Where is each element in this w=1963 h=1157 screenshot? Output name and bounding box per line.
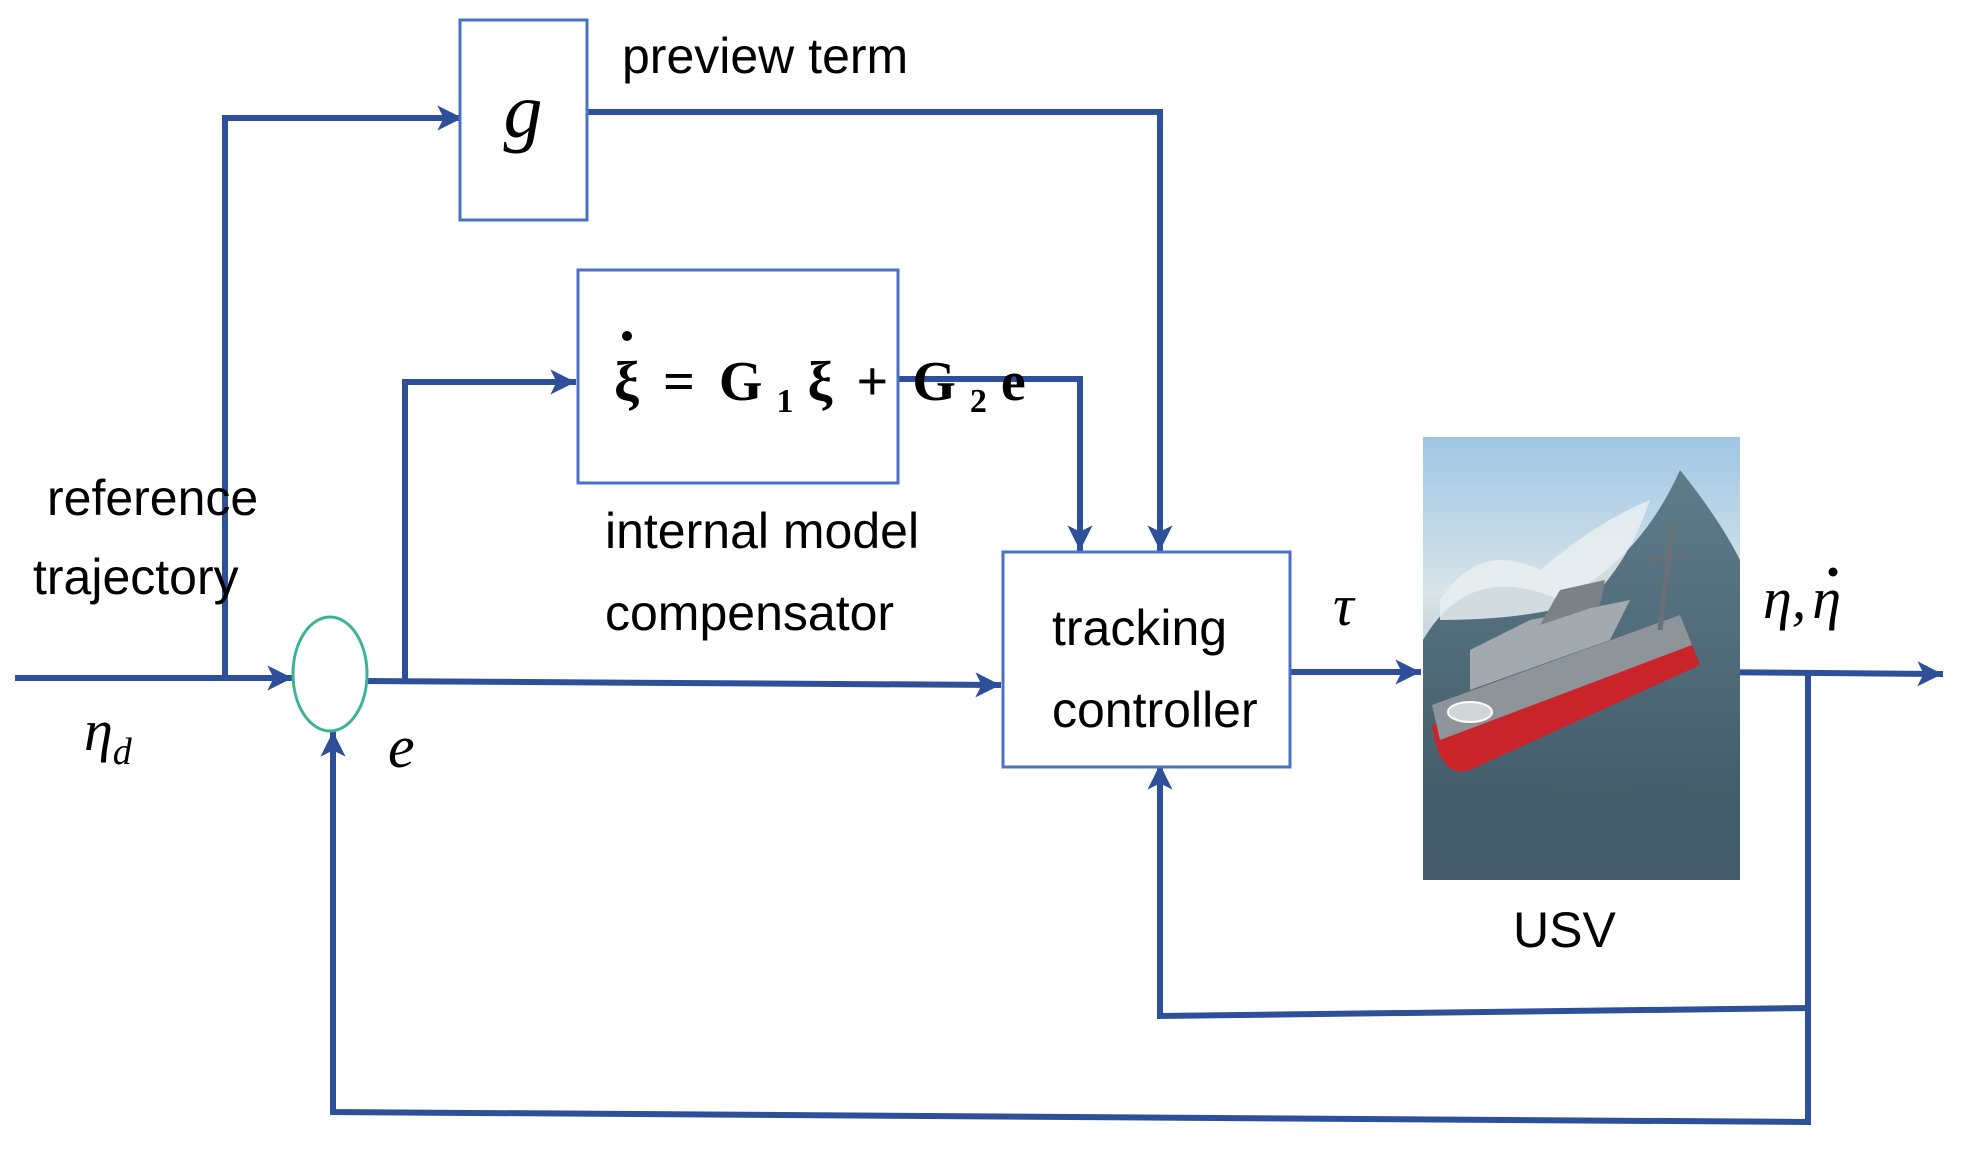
ship-hull-grey — [1432, 615, 1692, 740]
ship-hull-red — [1432, 640, 1700, 772]
equation-g2: G — [912, 351, 956, 413]
summing-junction — [291, 615, 369, 733]
error-to-compensator-arrow — [402, 369, 576, 684]
internal-model-label-line1: internal model — [605, 503, 919, 559]
preview-output-arrow — [584, 109, 1173, 551]
ship-mast — [1657, 524, 1675, 631]
error-to-controller-arrow — [363, 672, 1002, 698]
output-label: η,η — [1763, 566, 1841, 631]
tracking-controller-box — [1001, 550, 1292, 769]
preview-input-arrow — [222, 105, 463, 681]
preview-symbol: g — [504, 67, 543, 154]
foreground-water — [1423, 782, 1740, 880]
preview-box — [458, 18, 589, 222]
eta-d-symbol: η — [84, 698, 113, 763]
state-feedback-arrow — [1147, 671, 1811, 1020]
equation-g1: G — [719, 351, 763, 413]
preview-label: preview term — [622, 28, 908, 84]
ship-mast-yard — [1647, 553, 1691, 562]
tau-label: τ — [1333, 573, 1356, 638]
output-eta: η — [1763, 566, 1792, 631]
preview-block: g — [458, 18, 589, 222]
output-comma: , — [1792, 566, 1807, 631]
ship-bridge — [1540, 580, 1605, 625]
ship-superstructure — [1470, 600, 1630, 690]
internal-model-equation: ξ = G 1 ξ + G 2 e — [614, 351, 1026, 425]
eta-d-label: ηd — [84, 698, 133, 773]
output-eta-dot: η — [1812, 566, 1841, 631]
internal-model-label-line2: compensator — [605, 585, 894, 641]
ship-helipad — [1447, 701, 1493, 723]
reference-label-line1: reference — [47, 470, 258, 526]
internal-model-box — [576, 268, 900, 485]
equation-xi-dot: ξ — [614, 351, 639, 413]
reference-label-line2: trajectory — [33, 549, 239, 605]
controller-label-line2: controller — [1052, 682, 1258, 738]
equation-xi: ξ — [807, 351, 832, 413]
controller-label-line1: tracking — [1052, 600, 1227, 656]
internal-model-block: ξ = G 1 ξ + G 2 e — [576, 268, 1026, 485]
output-feedback-arrow — [320, 731, 1811, 1126]
signal-lines — [15, 105, 1944, 1126]
usv-label: USV — [1513, 902, 1616, 958]
usv-plant-image — [1423, 437, 1740, 880]
error-label: e — [388, 714, 415, 780]
eta-dot-mark — [1828, 567, 1838, 577]
equation-e: e — [1001, 351, 1026, 413]
tracking-controller-block: tracking controller — [1001, 550, 1292, 769]
equation-equals: = — [663, 351, 695, 413]
equation-g2-subscript: 2 — [970, 383, 987, 420]
eta-d-subscript: d — [113, 731, 133, 773]
compensator-output-arrow — [895, 376, 1093, 551]
xi-dot-mark — [622, 331, 632, 341]
equation-plus: + — [856, 351, 888, 413]
equation-g1-subscript: 1 — [776, 383, 793, 420]
